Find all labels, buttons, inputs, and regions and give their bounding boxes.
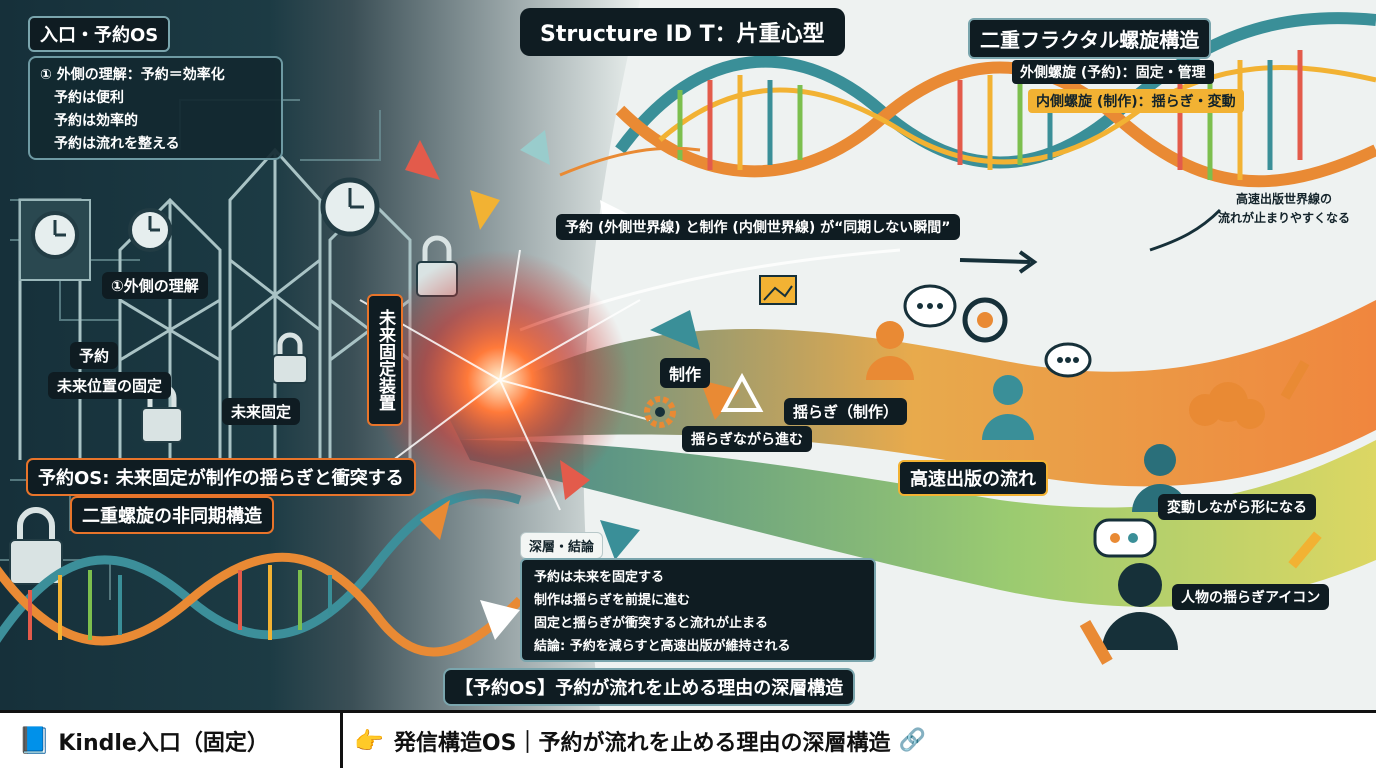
triangle-icon	[720, 372, 764, 412]
label-yoyaku: 予約	[70, 342, 119, 369]
padlock-icon	[272, 332, 308, 384]
helix-inner-label: 内側螺旋 (制作)：揺らぎ・変動	[1028, 89, 1244, 113]
label-yuragi: 揺らぎ（制作）	[784, 398, 908, 425]
conflict-sub-label: 二重螺旋の非同期構造	[70, 496, 274, 534]
chat-bubble-icon	[1044, 342, 1092, 378]
dna-rungs-top	[677, 50, 1303, 180]
chat-bubble-icon	[903, 284, 957, 328]
deep-line: 予約は未来を固定する	[534, 570, 665, 585]
label-change-form: 変動しながら形になる	[1158, 494, 1316, 520]
footer-divider	[340, 713, 343, 768]
deep-panel: 予約は未来を固定する 制作は揺らぎを前提に進む 固定と揺らぎが衝突すると流れが止…	[520, 558, 876, 662]
panel-line: ① 外側の理解：予約＝効率化	[40, 67, 225, 83]
cloud-icon	[1189, 382, 1265, 429]
kindle-entry-label: Kindle入口（固定）	[58, 730, 269, 756]
panel-line: 予約は効率的	[54, 113, 138, 129]
person-icon	[866, 321, 914, 380]
label-future-position: 未来位置の固定	[48, 372, 172, 399]
label-outer-understanding: ①外側の理解	[102, 272, 208, 299]
structure-os-link[interactable]: 👉 発信構造OS｜予約が流れを止める理由の深層構造 🔗	[354, 713, 926, 768]
clock-icon	[128, 208, 172, 252]
label-high-speed: 高速出版の流れ	[898, 460, 1048, 496]
deep-line: 結論: 予約を減らすと高速出版が維持される	[534, 639, 791, 654]
structure-title: Structure ID T：片重心型	[520, 8, 845, 56]
dna-rungs-left	[28, 565, 332, 640]
brush-icon	[1079, 619, 1113, 665]
illustration: Structure ID T：片重心型 入口・予約OS ① 外側の理解：予約＝効…	[0, 0, 1376, 710]
sync-label: 予約 (外側世界線) と制作 (内側世界線) が“同期しない瞬間”	[556, 214, 960, 240]
shards	[405, 130, 740, 640]
left-panel-lines: ① 外側の理解：予約＝効率化 予約は便利 予約は効率的 予約は流れを整える	[28, 56, 283, 160]
note-line: 流れが止まりやすくなる	[1218, 211, 1351, 225]
panel-line: 予約は便利	[54, 90, 124, 106]
pencil-icon	[1280, 360, 1322, 569]
footer-bar: 📘 Kindle入口（固定） 👉 発信構造OS｜予約が流れを止める理由の深層構造…	[0, 710, 1376, 768]
pointing-hand-icon: 👉	[354, 726, 384, 755]
person-silhouette-icon	[1102, 563, 1178, 650]
image-icon	[759, 275, 797, 305]
clock-icon	[320, 177, 380, 237]
target-icon	[962, 297, 1008, 343]
panel-line: 予約は流れを整える	[54, 136, 180, 152]
label-future-fixed: 未来固定	[222, 398, 301, 425]
link-icon: 🔗	[898, 728, 926, 753]
arrow-icon	[559, 146, 1222, 252]
deep-title: 深層・結論	[520, 532, 604, 559]
chat-bubble-icon	[1093, 518, 1157, 558]
gear-icon	[644, 396, 676, 428]
deep-line: 固定と揺らぎが衝突すると流れが止まる	[534, 616, 769, 631]
panel-title: 入口・予約OS	[28, 16, 171, 52]
padlock-icon	[9, 507, 63, 585]
label-person-icon: 人物の揺らぎアイコン	[1172, 584, 1330, 610]
structure-os-label: 発信構造OS｜予約が流れを止める理由の深層構造	[393, 730, 891, 756]
note-right: 高速出版世界線の 流れが止まりやすくなる	[1218, 190, 1350, 228]
kindle-entry-link[interactable]: 📘 Kindle入口（固定）	[18, 713, 269, 768]
book-icon: 📘	[18, 725, 51, 756]
note-line: 高速出版世界線の	[1236, 192, 1333, 206]
deep-line: 制作は揺らぎを前提に進む	[534, 593, 691, 608]
bottom-banner: 【予約OS】予約が流れを止める理由の深層構造	[443, 668, 856, 706]
helix-title: 二重フラクタル螺旋構造	[968, 18, 1212, 59]
label-seisaku: 制作	[660, 358, 711, 388]
clock-icon	[31, 211, 79, 259]
helix-outer-label: 外側螺旋 (予約)：固定・管理	[1012, 60, 1214, 84]
label-yuragi-progress: 揺らぎながら進む	[682, 426, 812, 452]
conflict-main-label: 予約OS: 未来固定が制作の揺らぎと衝突する	[26, 458, 416, 496]
person-icon	[982, 375, 1034, 440]
label-future-device: 未来固定装置	[367, 294, 403, 426]
